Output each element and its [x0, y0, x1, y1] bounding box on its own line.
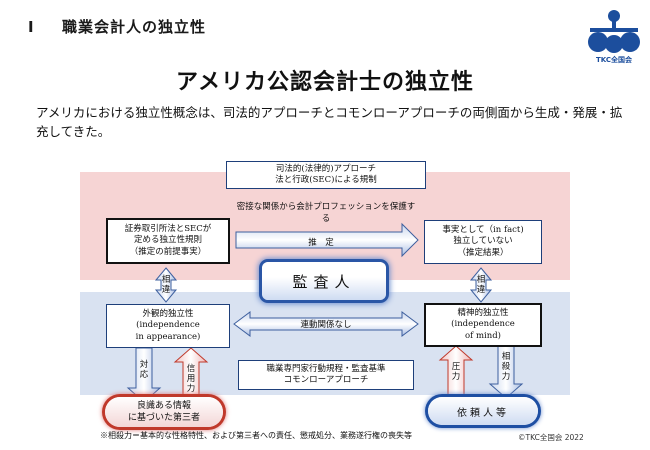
- appearance-line1: 外観的独立性: [142, 308, 194, 319]
- taio-arrow: [126, 347, 162, 403]
- mental-line2: (independence: [451, 319, 515, 330]
- section-title: Ⅰ 職業会計人の独立性: [28, 16, 206, 37]
- sogo-left-arrow: [154, 267, 178, 303]
- judicial-approach-box: 司法的(法律的)アプローチ 法と行政(SEC)による規制: [226, 161, 426, 189]
- sogo-right-label: 相違: [476, 275, 486, 295]
- common-law-line2: コモンローアプローチ: [283, 375, 369, 385]
- third-party-pill: 良識ある情報 に基づいた第三者: [105, 397, 223, 427]
- appearance-independence-box: 外観的独立性 (independence in appearance): [106, 304, 230, 348]
- sogo-left-label: 相違: [161, 275, 171, 295]
- auditor-box: 監査人: [262, 262, 386, 300]
- atsuryoku-arrow: [438, 345, 474, 399]
- no-link-label: 連動関係なし: [300, 320, 352, 330]
- mind-independence-box: 精神的独立性 (independence of mind): [424, 303, 542, 347]
- mental-line1: 精神的独立性: [457, 307, 509, 318]
- mental-line3: of mind): [465, 330, 501, 341]
- close-relation-label: 密接な関係から会計プロフェッションを保護する: [236, 202, 416, 224]
- common-law-line1: 職業専門家行動規程・監査基準: [266, 363, 386, 374]
- atsuryoku-label: 圧力: [451, 362, 461, 382]
- section-name: 職業会計人の独立性: [62, 18, 207, 36]
- securities-line2: 定める独立性規則: [133, 235, 202, 246]
- logo-text: TKC全国会: [595, 56, 633, 64]
- third-party-line2: に基づいた第三者: [127, 413, 200, 423]
- third-party-line1: 良識ある情報: [136, 401, 191, 411]
- client-pill: 依頼人等: [428, 397, 538, 425]
- footnote: ※相殺力＝基本的な性格特性、および第三者への責任、懲戒処分、業務遂行権の喪失等: [100, 431, 412, 440]
- securities-rules-box: 証券取引所法とSECが 定める独立性規則 （推定の前提事実）: [106, 218, 230, 264]
- presumption-arrow: [235, 222, 419, 258]
- section-numeral: Ⅰ: [28, 18, 35, 36]
- sosairyoku-arrow: [488, 345, 524, 399]
- in-fact-box: 事実として（in fact) 独立していない （推定結果）: [424, 220, 542, 264]
- judicial-line2: 法と行政(SEC)による規制: [275, 175, 377, 185]
- copyright: ©TKC全国会 2022: [518, 433, 584, 442]
- in-fact-line1: 事実として（in fact): [442, 224, 524, 235]
- securities-line1: 証券取引所法とSECが: [124, 223, 212, 234]
- appearance-line2: (independence: [136, 320, 200, 331]
- lead-text: アメリカにおける独立性概念は、司法的アプローチとコモンローアプローチの両側面から…: [36, 105, 623, 139]
- in-fact-line2: 独立していない: [453, 236, 513, 247]
- sosairyoku-label: 相殺力: [501, 352, 511, 382]
- page-title: アメリカ公認会計士の独立性: [176, 69, 474, 95]
- common-law-box: 職業専門家行動規程・監査基準 コモンローアプローチ: [238, 360, 414, 390]
- taio-label: 対応: [139, 360, 149, 380]
- securities-line3: （推定の前提事実）: [129, 246, 207, 257]
- shinyoryoku-label: 信用力: [186, 364, 196, 394]
- no-link-arrow: [233, 311, 419, 337]
- judicial-line1: 司法的(法律的)アプローチ: [275, 163, 377, 174]
- tkc-logo-icon: [588, 10, 640, 53]
- in-fact-line3: （推定結果）: [457, 247, 509, 258]
- sogo-right-arrow: [469, 267, 493, 303]
- appearance-line3: in appearance): [135, 331, 201, 342]
- presumption-label: 推 定: [308, 238, 334, 248]
- shinyoryoku-arrow: [173, 347, 209, 401]
